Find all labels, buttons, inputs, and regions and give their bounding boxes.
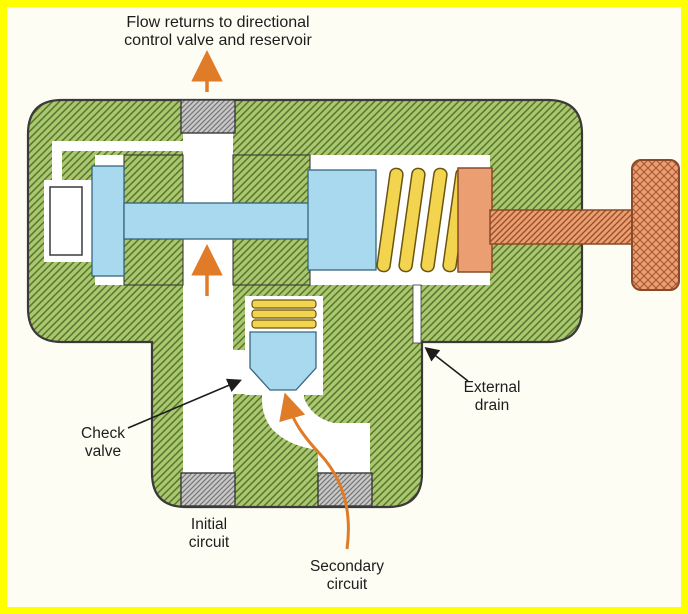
end-plug [49, 186, 83, 256]
spring-seat [457, 167, 493, 273]
sleeve-top-right [232, 154, 311, 204]
secondary-flow-arrow-icon [279, 392, 350, 550]
adjusting-screw-shaft [489, 209, 637, 245]
pilot-passage-vertical [52, 141, 62, 189]
initial-circuit-passage [183, 283, 233, 473]
pilot-passage-horizontal [52, 141, 188, 151]
initial-port-threads [180, 472, 236, 507]
label-flow-return: control valve and reservoir [124, 32, 312, 49]
return-port-threads [180, 99, 236, 134]
spring-coil [376, 167, 404, 273]
valve-spool [91, 165, 377, 277]
spool-left-land [91, 165, 125, 277]
spool-piston [307, 169, 377, 271]
sleeve-bottom-left [123, 238, 184, 286]
check-valve-poppet [249, 331, 317, 391]
external-drain-leader-icon [424, 347, 469, 382]
spring-coil [398, 167, 426, 273]
sleeve-top-left [123, 154, 184, 204]
check-to-initial-link [231, 350, 247, 394]
label-external-drain: drain [475, 397, 509, 414]
spring-coil [420, 167, 448, 273]
chamber-sleeves [123, 154, 311, 286]
spool-stem [123, 202, 313, 240]
drain-passage [412, 284, 422, 344]
label-initial-circuit: Initial [191, 516, 227, 533]
adjusting-knob [631, 159, 680, 291]
flow-arrows [191, 50, 350, 550]
label-external-drain: External [464, 379, 521, 396]
labels: Flow returns to directional control valv… [81, 14, 520, 593]
leader-lines [127, 347, 469, 429]
check-valve-leader-icon [127, 378, 242, 429]
check-spring-coil [251, 299, 317, 309]
check-spring-coil [251, 319, 317, 329]
check-spring-coil [251, 309, 317, 319]
label-check-valve: Check [81, 425, 125, 442]
label-flow-return: Flow returns to directional [126, 14, 309, 31]
label-initial-circuit: circuit [189, 534, 230, 551]
sleeve-bottom-right [232, 238, 311, 286]
label-secondary-circuit: circuit [327, 576, 368, 593]
label-check-valve: valve [85, 443, 121, 460]
check-valve-assembly [249, 299, 317, 391]
label-secondary-circuit: Secondary [310, 558, 384, 575]
